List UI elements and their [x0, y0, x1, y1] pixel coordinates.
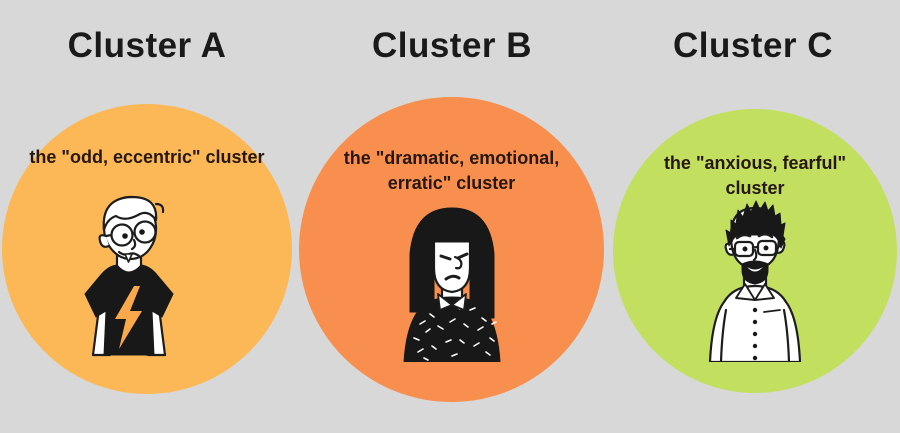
dramatic-annoyed-person-illustration: [403, 207, 501, 362]
fang-detail: [124, 253, 133, 263]
cluster-a-circle: the "odd, eccentric" cluster: [2, 104, 292, 394]
cluster-b-circle: the "dramatic, emotional, erratic" clust…: [299, 97, 604, 402]
lightning-bolt-icon: [115, 286, 142, 349]
cluster-c-subtitle-line2: cluster: [725, 178, 785, 198]
cluster-c-subtitle-line1: the "anxious, fearful": [663, 153, 847, 173]
cluster-a-subtitle-line1: the "odd, eccentric" cluster: [29, 147, 265, 167]
cluster-b-subtitle-line1: the "dramatic, emotional,: [343, 148, 560, 168]
cluster-b-subtitle-line2: erratic" cluster: [387, 173, 516, 193]
sweater-speckles-detail: [413, 305, 497, 361]
cluster-c-circle: the "anxious, fearful" cluster: [613, 109, 897, 393]
cluster-b-title: Cluster B: [371, 26, 533, 65]
cluster-a-subtitle: the "odd, eccentric" cluster: [2, 145, 292, 170]
cluster-b-subtitle: the "dramatic, emotional, erratic" clust…: [299, 146, 604, 196]
odd-eccentric-person-illustration: [84, 195, 174, 357]
mouth-detail: [747, 267, 763, 272]
cluster-c-subtitle: the "anxious, fearful" cluster: [613, 151, 897, 201]
anxious-fearful-person-illustration: [708, 200, 802, 362]
cluster-a-title: Cluster A: [67, 26, 227, 65]
cluster-c-title: Cluster C: [672, 26, 834, 65]
